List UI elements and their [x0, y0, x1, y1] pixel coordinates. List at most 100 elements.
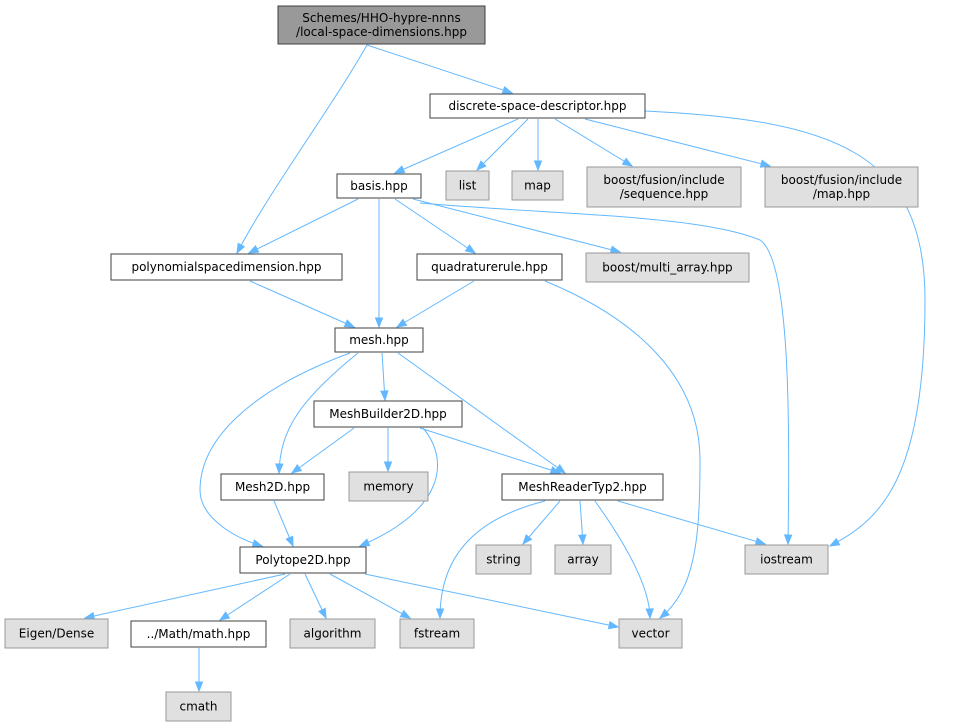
edge-line: [329, 573, 411, 619]
node-mathh[interactable]: ../Math/math.hpp: [130, 620, 267, 648]
edge-line: [359, 427, 438, 547]
edge-p2d-to-mathh: [218, 573, 291, 621]
node-box: [764, 166, 919, 208]
node-bma[interactable]: boost/multi_array.hpp: [585, 252, 750, 283]
arrowhead: [578, 534, 587, 546]
arrowhead: [318, 607, 327, 620]
edge-line: [249, 280, 355, 328]
node-box: [429, 93, 646, 119]
arrowhead: [194, 681, 204, 693]
edge-line: [544, 280, 701, 619]
nodes-layer: Schemes/HHO-hypre-nnns/local-space-dimen…: [4, 5, 919, 722]
node-p2d[interactable]: Polytope2D.hpp: [239, 546, 367, 574]
arrowhead: [549, 466, 562, 475]
edge-mathh-to-cmath: [194, 648, 204, 693]
node-box: [220, 473, 325, 501]
edge-basis-to-quad: [394, 198, 477, 254]
arrowhead: [476, 160, 487, 171]
node-box: [586, 166, 742, 208]
node-m2d[interactable]: Mesh2D.hpp: [220, 473, 325, 501]
node-basis[interactable]: basis.hpp: [336, 173, 422, 199]
node-box: [399, 618, 475, 649]
edge-line: [278, 352, 359, 474]
node-label: boost/fusion/include: [781, 173, 902, 187]
node-root[interactable]: Schemes/HHO-hypre-nnns/local-space-dimen…: [277, 5, 486, 45]
node-memory[interactable]: memory: [348, 471, 429, 502]
node-bfmap[interactable]: boost/fusion/include/map.hpp: [764, 166, 919, 208]
node-vector[interactable]: vector: [618, 618, 683, 649]
arrowhead: [395, 318, 408, 328]
edge-basis-to-psd: [247, 198, 359, 254]
edge-mb2d-to-memory: [383, 428, 393, 473]
arrowhead: [83, 611, 96, 621]
node-array[interactable]: array: [554, 544, 612, 575]
arrowhead: [607, 620, 620, 630]
arrowhead: [374, 317, 384, 329]
node-box: [511, 170, 564, 201]
node-label: cmath: [180, 700, 218, 714]
edges-layer: [83, 44, 926, 693]
edge-mesh-to-p2d: [199, 352, 351, 548]
node-box: [165, 691, 232, 722]
arrowhead: [247, 244, 260, 254]
edge-mb2d-to-mrt2: [419, 427, 562, 475]
edge-mesh-to-mb2d: [380, 352, 389, 402]
node-label: string: [486, 553, 520, 567]
arrowhead: [609, 245, 622, 254]
node-box: [334, 327, 424, 353]
node-label: boost/multi_array.hpp: [602, 261, 732, 275]
arrowhead: [501, 85, 514, 95]
arrowhead: [383, 461, 393, 473]
arrowhead: [343, 319, 356, 328]
node-label: map: [524, 179, 551, 193]
edge-mesh-to-m2d: [275, 352, 359, 475]
edge-line: [84, 573, 286, 619]
node-mesh[interactable]: mesh.hpp: [334, 327, 424, 353]
edge-quad-to-mesh: [395, 280, 475, 328]
node-box: [475, 544, 532, 575]
edge-line: [396, 280, 475, 328]
arrowhead: [218, 611, 231, 621]
node-box: [289, 618, 376, 649]
node-label: fstream: [414, 627, 460, 641]
node-bfseq[interactable]: boost/fusion/include/sequence.hpp: [586, 166, 742, 208]
node-iostream[interactable]: iostream: [744, 544, 829, 575]
node-fstream[interactable]: fstream: [399, 618, 475, 649]
edge-line: [419, 427, 561, 474]
node-algorithm[interactable]: algorithm: [289, 618, 376, 649]
node-list[interactable]: list: [445, 170, 490, 201]
node-quad[interactable]: quadraturerule.hpp: [416, 253, 563, 281]
node-dsd[interactable]: discrete-space-descriptor.hpp: [429, 93, 646, 119]
arrowhead: [522, 534, 533, 546]
node-box: [348, 471, 429, 502]
node-psd[interactable]: polynomialspacedimension.hpp: [110, 253, 343, 281]
arrowhead: [658, 608, 670, 619]
edge-line: [617, 500, 766, 545]
edge-line: [412, 198, 621, 253]
edge-mrt2-to-string: [522, 500, 561, 546]
node-box: [416, 253, 563, 281]
edge-line: [439, 500, 546, 619]
arrowhead: [275, 463, 284, 475]
node-cmath[interactable]: cmath: [165, 691, 232, 722]
node-eigen[interactable]: Eigen/Dense: [4, 618, 109, 649]
edge-line: [248, 198, 359, 254]
node-mb2d[interactable]: MeshBuilder2D.hpp: [313, 400, 463, 428]
node-box: [618, 618, 683, 649]
edge-mb2d-to-p2d: [358, 427, 438, 547]
node-box: [445, 170, 490, 201]
node-map[interactable]: map: [511, 170, 564, 201]
edge-dsd-to-list: [476, 118, 529, 171]
edge-quad-to-vector: [544, 280, 701, 619]
node-label: boost/fusion/include: [603, 173, 724, 187]
edge-line: [594, 500, 651, 619]
edge-line: [364, 573, 619, 628]
edge-line: [584, 118, 771, 167]
node-string[interactable]: string: [475, 544, 532, 575]
arrowhead: [251, 539, 264, 548]
edge-mb2d-to-m2d: [290, 427, 355, 474]
edge-root-to-psd: [236, 44, 368, 255]
node-box: [501, 473, 664, 501]
arrowhead: [380, 390, 389, 402]
node-mrt2[interactable]: MeshReaderTyp2.hpp: [501, 473, 664, 501]
